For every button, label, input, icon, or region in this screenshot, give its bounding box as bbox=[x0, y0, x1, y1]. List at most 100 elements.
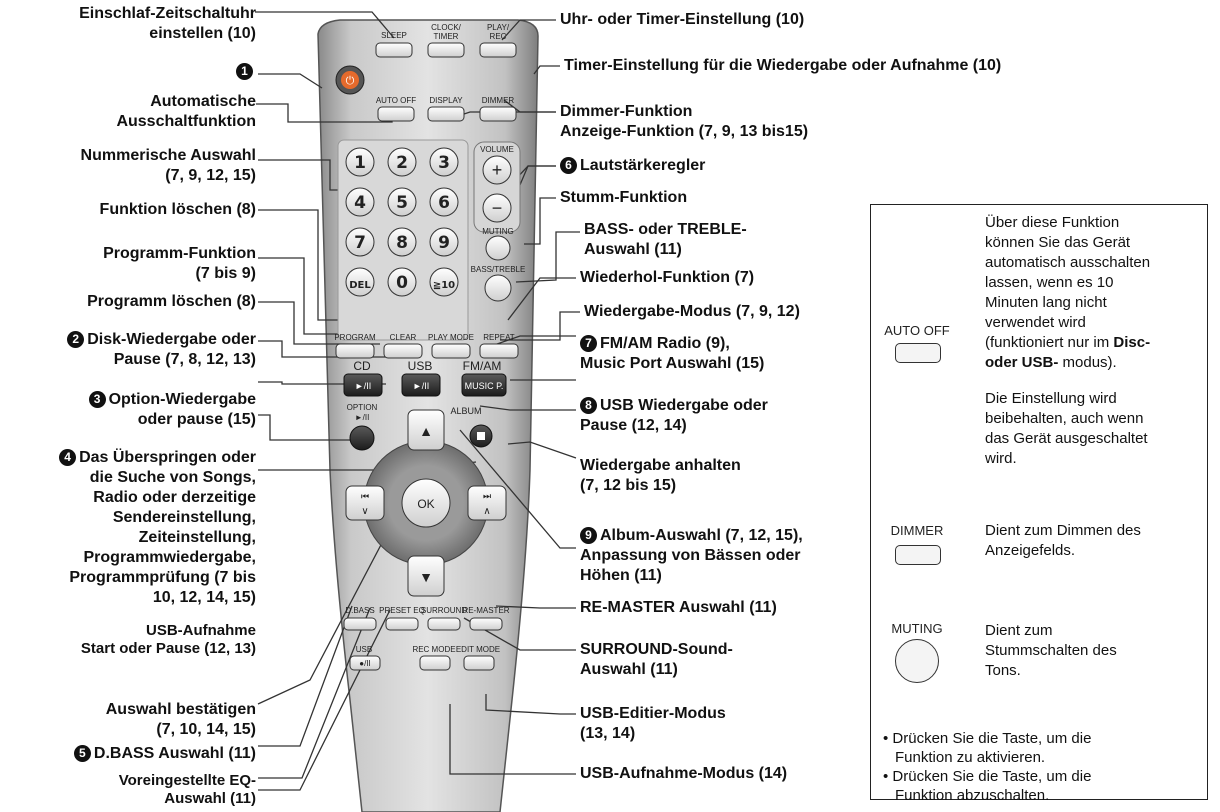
dbass-key-label: D.BASS bbox=[345, 606, 374, 615]
muting-button[interactable] bbox=[485, 235, 511, 261]
svg-text:+: + bbox=[492, 160, 503, 180]
preset-eq-button[interactable] bbox=[385, 617, 419, 631]
info-auto-off-key-label: AUTO OFF bbox=[884, 323, 950, 338]
sleep-button[interactable] bbox=[375, 42, 413, 58]
digit-button-12[interactable]: ≧10 bbox=[429, 267, 459, 297]
digit-button-2[interactable]: 2 bbox=[387, 147, 417, 177]
svg-text:∧: ∧ bbox=[483, 506, 490, 517]
svg-text:TIMER: TIMER bbox=[434, 32, 459, 41]
play-rec-button[interactable] bbox=[479, 42, 517, 58]
digit-button-3[interactable]: 3 bbox=[429, 147, 459, 177]
surround-button[interactable] bbox=[427, 617, 461, 631]
digit-button-7[interactable]: 7 bbox=[345, 227, 375, 257]
svg-text:∨: ∨ bbox=[361, 506, 368, 517]
option-play-pause-button[interactable] bbox=[349, 425, 375, 451]
svg-text:−: − bbox=[492, 198, 503, 218]
dimmer-button[interactable] bbox=[479, 106, 517, 122]
digit-button-8[interactable]: 8 bbox=[387, 227, 417, 257]
clock-timer-button[interactable] bbox=[427, 42, 465, 58]
digit-button-6[interactable]: 6 bbox=[429, 187, 459, 217]
usb-play-pause-button[interactable]: ►/II bbox=[401, 373, 441, 397]
stop-button[interactable] bbox=[469, 424, 493, 448]
display-key-label: DISPLAY bbox=[429, 96, 463, 105]
cd-play-pause-button[interactable]: ►/II bbox=[343, 373, 383, 397]
info-bullet-1: • Drücken Sie die Taste, um die Funktion… bbox=[883, 730, 1092, 766]
digit-button-label: 0 bbox=[396, 273, 408, 293]
digit-button-5[interactable]: 5 bbox=[387, 187, 417, 217]
callout-numeric: Nummerische Auswahl (7, 9, 12, 15) bbox=[80, 147, 256, 184]
digit-button-1[interactable]: 1 bbox=[345, 147, 375, 177]
edit-mode-button[interactable] bbox=[463, 655, 495, 671]
digit-button-10[interactable]: DEL bbox=[345, 267, 375, 297]
callout-bass-treble: BASS- oder TREBLE- Auswahl (11) bbox=[584, 221, 747, 258]
usb-rec-button[interactable]: ●/II bbox=[349, 655, 381, 671]
digit-button-label: 4 bbox=[354, 193, 366, 213]
svg-text:►/II: ►/II bbox=[413, 381, 429, 391]
callout-repeat: Wiederhol-Funktion (7) bbox=[580, 269, 755, 286]
clock-timer-key-label: CLOCK/ bbox=[431, 23, 462, 32]
program-button[interactable] bbox=[335, 343, 375, 359]
usb-label: USB bbox=[408, 359, 433, 373]
display-button[interactable] bbox=[427, 106, 465, 122]
svg-text:⏮: ⏮ bbox=[361, 491, 369, 501]
callout-muting: Stumm-Funktion bbox=[560, 189, 688, 206]
callout-remaster: RE-MASTER Auswahl (11) bbox=[580, 599, 777, 616]
usb-rec-key-label: USB bbox=[356, 645, 372, 654]
callout-usb-rec: USB-Aufnahme Start oder Pause (12, 13) bbox=[80, 622, 256, 657]
bass-treble-key-label: BASS/TREBLE bbox=[471, 265, 526, 274]
digit-button-4[interactable]: 4 bbox=[345, 187, 375, 217]
info-dimmer-text: Dient zum Dimmen des Anzeigefelds. bbox=[985, 522, 1141, 559]
repeat-button[interactable] bbox=[479, 343, 519, 359]
fmam-label: FM/AM bbox=[463, 359, 502, 373]
svg-text:⏻: ⏻ bbox=[346, 74, 355, 87]
info-panel: AUTO OFF Über diese Funktion können Sie … bbox=[870, 204, 1208, 804]
digit-button-label: DEL bbox=[349, 280, 371, 291]
rec-mode-button[interactable] bbox=[419, 655, 451, 671]
digit-button-label: 1 bbox=[354, 153, 366, 173]
callout-program-clear: Programm löschen (8) bbox=[87, 293, 256, 310]
callout-delete-func: Funktion löschen (8) bbox=[99, 201, 256, 218]
album-up-button[interactable]: ▲ bbox=[407, 409, 445, 451]
dbass-button[interactable] bbox=[343, 617, 377, 631]
music-port-button[interactable]: MUSIC P. bbox=[461, 373, 507, 397]
digit-button-label: 2 bbox=[396, 153, 408, 173]
album-down-button[interactable]: ▼ bbox=[407, 555, 445, 597]
svg-text:REC: REC bbox=[490, 32, 507, 41]
remaster-button[interactable] bbox=[469, 617, 503, 631]
info-auto-off-text: Über diese Funktion können Sie das Gerät… bbox=[985, 214, 1151, 371]
volume-key-label: VOLUME bbox=[480, 145, 514, 154]
callout-confirm: Auswahl bestätigen (7, 10, 14, 15) bbox=[105, 701, 256, 738]
bass-treble-button[interactable] bbox=[484, 274, 512, 302]
callout-usb-edit: USB-Editier-Modus (13, 14) bbox=[580, 705, 726, 742]
skip-back-button[interactable]: ⏮ ∨ bbox=[345, 485, 385, 521]
info-bullets: • Drücken Sie die Taste, um die Funktion… bbox=[881, 729, 1201, 805]
callout-program-func: Programm-Funktion (7 bis 9) bbox=[103, 245, 256, 282]
remaster-key-label: RE-MASTER bbox=[462, 606, 509, 615]
callout-play-mode: Wiedergabe-Modus (7, 9, 12) bbox=[584, 303, 800, 320]
clear-button[interactable] bbox=[383, 343, 423, 359]
auto-off-button[interactable] bbox=[377, 106, 415, 122]
volume-up-button[interactable]: + bbox=[482, 155, 512, 185]
edit-mode-key-label: EDIT MODE bbox=[456, 645, 500, 654]
skip-forward-button[interactable]: ⏭ ∧ bbox=[467, 485, 507, 521]
dimmer-key-label: DIMMER bbox=[482, 96, 515, 105]
program-key-label: PROGRAM bbox=[334, 333, 376, 342]
digit-button-11[interactable]: 0 bbox=[387, 267, 417, 297]
play-mode-button[interactable] bbox=[431, 343, 471, 359]
repeat-key-label: REPEAT bbox=[483, 333, 515, 342]
surround-key-label: SURROUND bbox=[421, 606, 467, 615]
svg-text:▼: ▼ bbox=[419, 569, 433, 585]
svg-text:●/II: ●/II bbox=[359, 659, 371, 668]
info-bullet-2: • Drücken Sie die Taste, um die Funktion… bbox=[883, 768, 1092, 804]
power-button[interactable]: ⏻ bbox=[335, 65, 365, 95]
info-auto-off-keep: Die Einstellung wird beibehalten, auch w… bbox=[985, 390, 1148, 467]
digit-button-9[interactable]: 9 bbox=[429, 227, 459, 257]
ok-button[interactable]: OK bbox=[401, 478, 451, 528]
svg-text:►/II: ►/II bbox=[355, 381, 371, 391]
volume-down-button[interactable]: − bbox=[482, 193, 512, 223]
